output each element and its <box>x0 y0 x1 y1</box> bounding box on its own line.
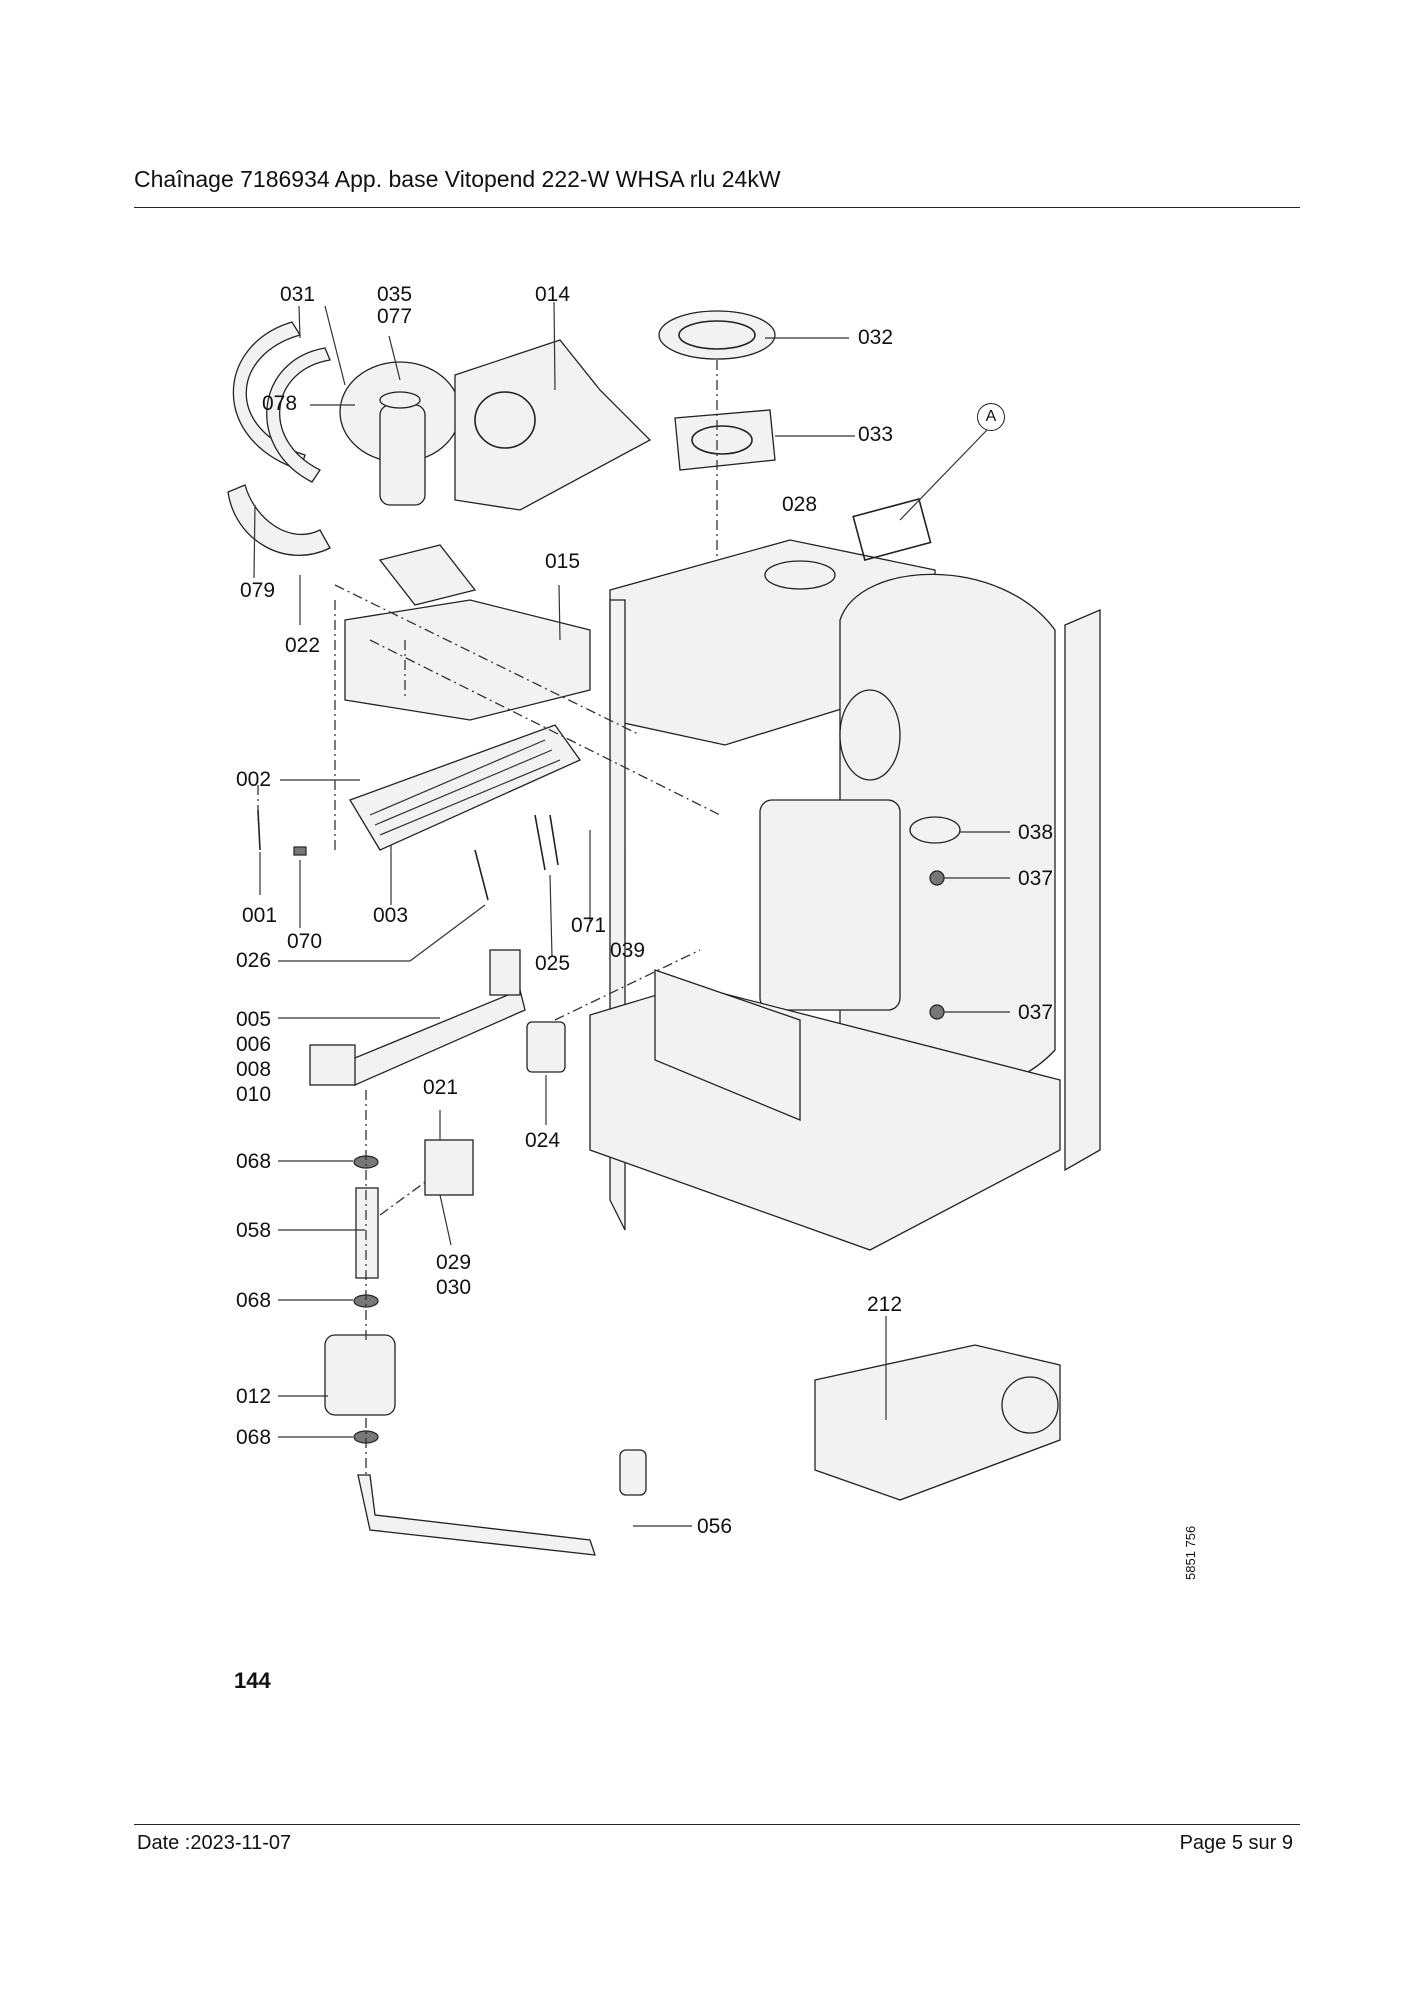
burner-rails <box>369 739 561 836</box>
hood-opening <box>474 391 536 449</box>
drawing-code: 5851 756 <box>1183 1525 1198 1580</box>
leader-lines <box>253 301 1010 1527</box>
callout-015: 015 <box>545 550 581 573</box>
hose-031b <box>266 347 331 483</box>
part-024 <box>526 1021 566 1073</box>
gas-valve-012 <box>324 1334 396 1416</box>
callout-212: 212 <box>867 1293 903 1316</box>
callout-014: 014 <box>535 283 571 306</box>
callout-031: 031 <box>280 283 316 306</box>
gasket-hole <box>691 425 753 455</box>
bracket-022 <box>378 544 477 606</box>
footer-page: Page 5 sur 9 <box>1179 1832 1293 1854</box>
flange-hole <box>678 320 756 350</box>
gasket-033 <box>674 409 776 471</box>
callout-028: 028 <box>782 493 818 516</box>
electrode-025a <box>534 814 546 871</box>
callout-068-b: 068 <box>236 1289 272 1312</box>
callout-038: 038 <box>1018 821 1054 844</box>
alignment-lines <box>257 584 721 1475</box>
callout-079: 079 <box>240 579 276 602</box>
plate-exchanger <box>759 799 901 1011</box>
callout-035-077: 035 077 <box>377 283 413 328</box>
gasket-038 <box>909 816 961 844</box>
page-title: Chaînage 7186934 App. base Vitopend 222-… <box>134 166 781 192</box>
callout-025: 025 <box>535 952 571 975</box>
callout-032: 032 <box>858 326 894 349</box>
pipe-058 <box>355 1187 379 1279</box>
flange-032 <box>658 310 776 360</box>
electrode-001 <box>257 809 261 851</box>
plug-037b <box>929 1004 945 1020</box>
callout-005-006-008-010: 005 006 008 010 <box>236 1008 272 1106</box>
control-box <box>654 969 801 1121</box>
callout-026: 026 <box>236 949 272 972</box>
header-divider <box>134 207 1300 208</box>
side-panel <box>1064 609 1101 1172</box>
clip-070 <box>293 846 307 856</box>
manifold-end <box>309 1044 356 1086</box>
callout-037-lower: 037 <box>1018 1001 1054 1024</box>
heat-exchanger-015 <box>344 599 591 721</box>
callout-029-030: 029 030 <box>436 1251 472 1299</box>
hood-014 <box>454 339 652 511</box>
figure-number: 144 <box>234 1668 271 1693</box>
hose-079 <box>227 484 331 556</box>
label-plate-A <box>852 498 932 562</box>
callout-A: A <box>977 403 1005 431</box>
pressure-switch-028 <box>764 560 836 590</box>
callout-002: 002 <box>236 768 272 791</box>
callout-070: 070 <box>287 930 323 953</box>
fan-outlet <box>379 391 421 409</box>
callout-024: 024 <box>525 1129 561 1152</box>
electrode-026 <box>474 849 489 901</box>
manifold-005 <box>349 989 526 1086</box>
callout-022: 022 <box>285 634 321 657</box>
fan-motor <box>379 404 426 506</box>
manifold-bracket <box>489 949 521 996</box>
callout-058: 058 <box>236 1219 272 1242</box>
callout-071: 071 <box>571 914 607 937</box>
expansion-vessel <box>839 689 901 781</box>
gas-pipe <box>357 1474 596 1556</box>
part-021 <box>424 1139 474 1196</box>
footer-divider <box>134 1824 1300 1825</box>
electrode-025b <box>549 814 559 866</box>
plug-037a <box>929 870 945 886</box>
clip-056 <box>619 1449 647 1496</box>
callout-001: 001 <box>242 904 278 927</box>
footer-date: Date :2023-11-07 <box>137 1832 292 1854</box>
callout-078: 078 <box>262 392 298 415</box>
callout-012: 012 <box>236 1385 272 1408</box>
callout-068-a: 068 <box>236 1150 272 1173</box>
callout-068-c: 068 <box>236 1426 272 1449</box>
callout-056: 056 <box>697 1515 733 1538</box>
callout-039: 039 <box>610 939 646 962</box>
pump-212 <box>1001 1376 1059 1434</box>
callout-003: 003 <box>373 904 409 927</box>
callout-021: 021 <box>423 1076 459 1099</box>
callout-033: 033 <box>858 423 894 446</box>
callout-037-upper: 037 <box>1018 867 1054 890</box>
hydraulic-block-212 <box>814 1344 1061 1501</box>
